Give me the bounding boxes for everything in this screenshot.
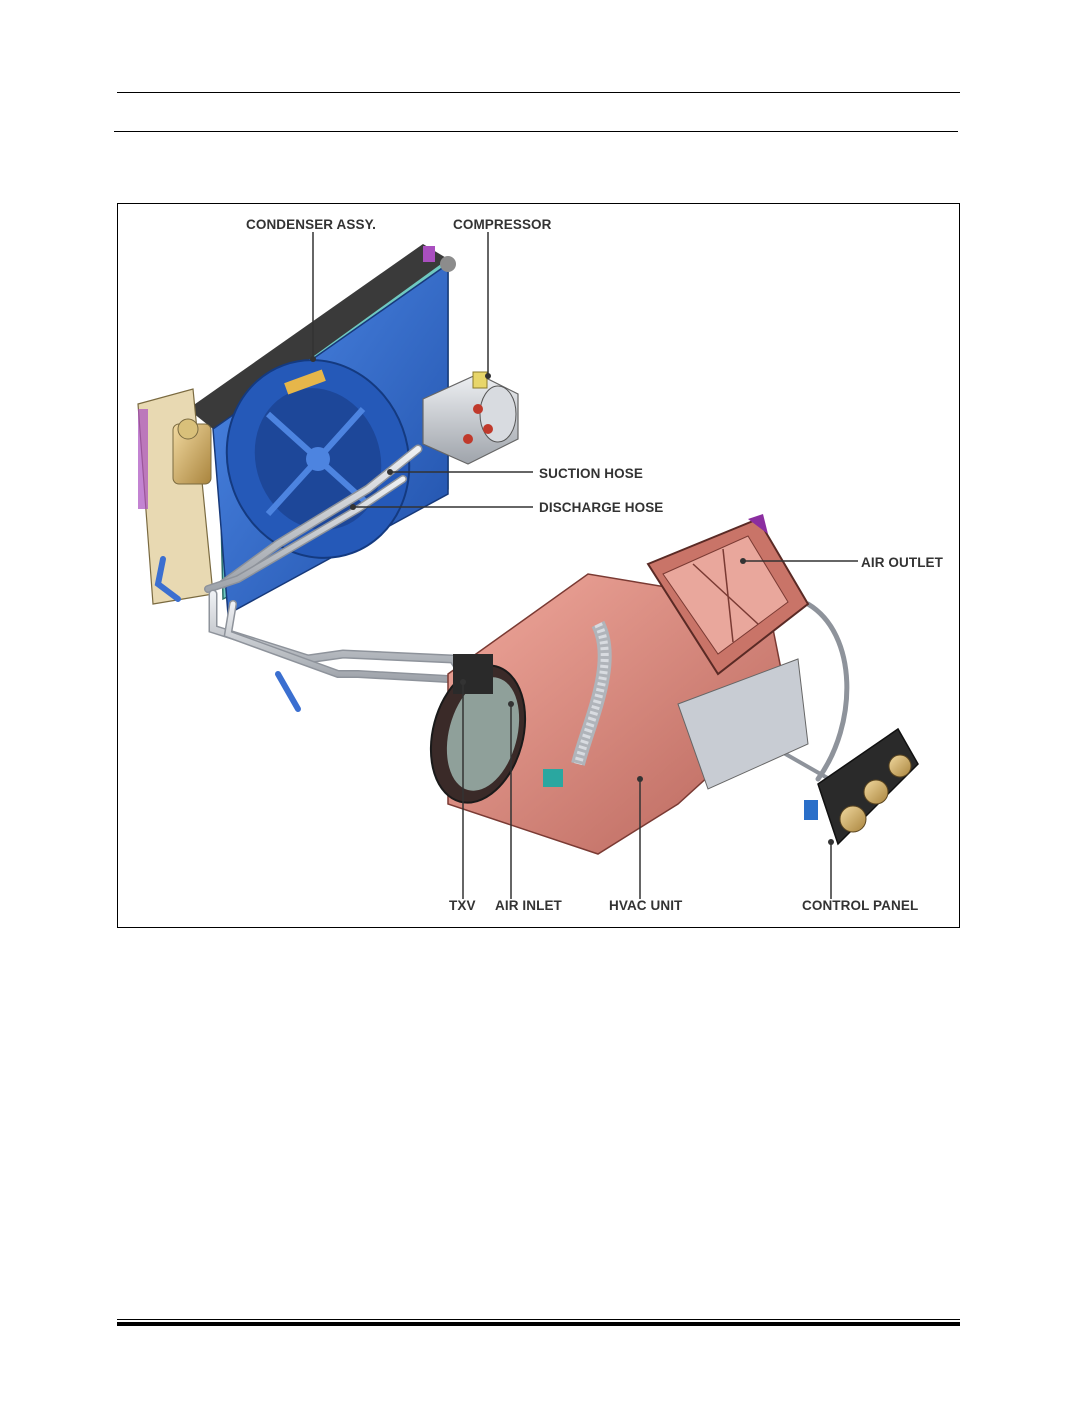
label-suction-hose: SUCTION HOSE — [539, 466, 643, 481]
footer-rule-thick — [117, 1322, 960, 1326]
label-condenser-assy: CONDENSER ASSY. — [246, 217, 377, 232]
footer-rule-thin — [117, 1319, 960, 1320]
label-compressor: COMPRESSOR — [453, 217, 552, 232]
label-air-outlet: AIR OUTLET — [861, 555, 943, 570]
label-hvac-unit: HVAC UNIT — [609, 898, 683, 913]
label-discharge-hose: DISCHARGE HOSE — [539, 500, 664, 515]
label-air-inlet: AIR INLET — [495, 898, 562, 913]
compressor — [422, 371, 519, 465]
hvac-system-illustration — [137, 232, 919, 899]
label-control-panel: CONTROL PANEL — [802, 898, 919, 913]
header-rule-lower — [114, 131, 958, 132]
label-txv: TXV — [449, 898, 476, 913]
callout-dots — [310, 356, 834, 845]
diagram-frame: CONDENSER ASSY. COMPRESSOR SUCTION HOSE … — [117, 203, 960, 928]
control-panel-component — [804, 727, 919, 846]
header-rule-upper — [117, 92, 960, 93]
hvac-unit — [429, 514, 810, 855]
callout-leaders — [312, 232, 858, 899]
condenser-assembly — [137, 244, 456, 616]
